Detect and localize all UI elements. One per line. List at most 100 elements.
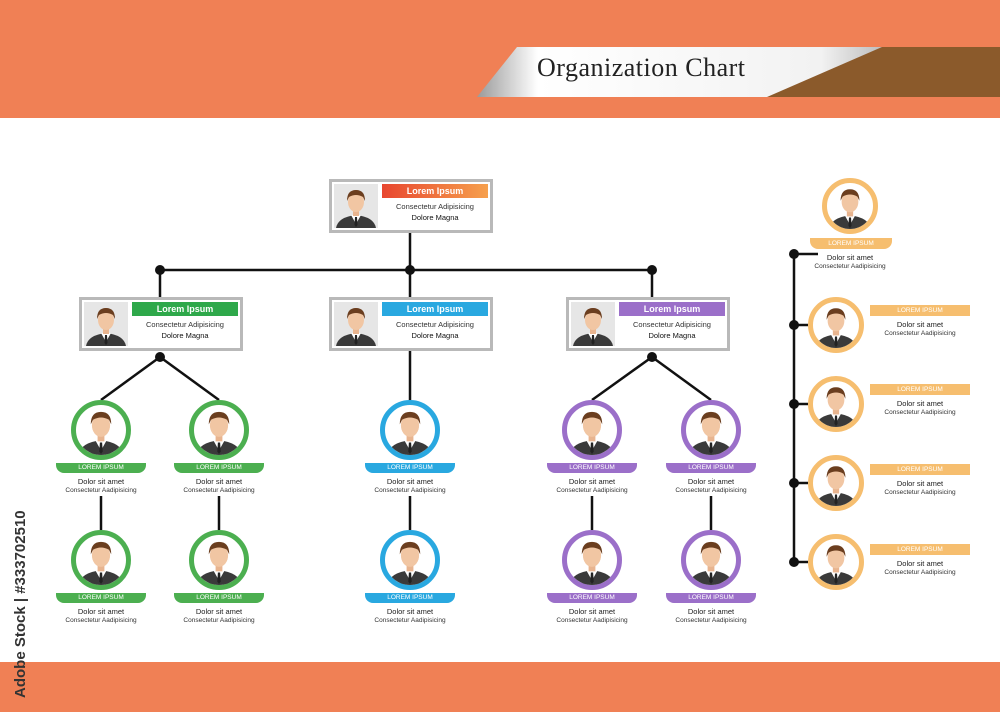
staff-node[interactable]: LOREM IPSUM Dolor sit amet Consectetur A… xyxy=(365,400,455,510)
staff-banner: LOREM IPSUM xyxy=(365,463,455,473)
staff-line1: Dolor sit amet xyxy=(77,607,125,616)
person-icon xyxy=(76,535,126,585)
staff-node[interactable]: LOREM IPSUM Dolor sit amet Consectetur A… xyxy=(56,400,146,510)
person-icon xyxy=(385,535,435,585)
avatar-ring xyxy=(189,530,249,590)
side-banner: LOREM IPSUM xyxy=(810,238,892,249)
side-line1: Dolor sit amet xyxy=(896,320,944,329)
card-name: Lorem Ipsum xyxy=(382,302,488,316)
staff-node[interactable]: LOREM IPSUM Dolor sit amet Consectetur A… xyxy=(174,530,264,640)
avatar xyxy=(334,302,378,346)
side-banner: LOREM IPSUM xyxy=(870,544,970,555)
staff-line2: Consectetur Aadipisicing xyxy=(65,617,137,624)
card-line1: Consectetur Adipisicing xyxy=(146,320,224,329)
side-line2: Consectetur Aadipisicing xyxy=(884,409,956,416)
card-name: Lorem Ipsum xyxy=(382,184,488,198)
avatar-ring xyxy=(681,530,741,590)
person-icon xyxy=(385,405,435,455)
staff-node[interactable]: LOREM IPSUM Dolor sit amet Consectetur A… xyxy=(666,530,756,640)
person-icon xyxy=(813,381,859,427)
side-line2: Consectetur Aadipisicing xyxy=(884,569,956,576)
staff-line1: Dolor sit amet xyxy=(386,477,434,486)
staff-banner: LOREM IPSUM xyxy=(365,593,455,603)
staff-banner: LOREM IPSUM xyxy=(174,463,264,473)
person-icon xyxy=(194,405,244,455)
side-line1: Dolor sit amet xyxy=(896,559,944,568)
staff-node[interactable]: LOREM IPSUM Dolor sit amet Consectetur A… xyxy=(547,400,637,510)
avatar-ring xyxy=(380,530,440,590)
person-icon xyxy=(84,302,128,346)
side-banner: LOREM IPSUM xyxy=(870,464,970,475)
person-icon xyxy=(76,405,126,455)
avatar-ring xyxy=(681,400,741,460)
staff-line1: Dolor sit amet xyxy=(77,477,125,486)
avatar xyxy=(334,184,378,228)
person-icon xyxy=(334,302,378,346)
side-line2: Consectetur Aadipisicing xyxy=(884,330,956,337)
side-banner: LOREM IPSUM xyxy=(870,305,970,316)
org-card-manager[interactable]: Lorem Ipsum Consectetur Adipisicing Dolo… xyxy=(79,297,243,351)
person-icon xyxy=(194,535,244,585)
staff-line1: Dolor sit amet xyxy=(195,607,243,616)
staff-line1: Dolor sit amet xyxy=(687,607,735,616)
staff-banner: LOREM IPSUM xyxy=(547,593,637,603)
staff-banner: LOREM IPSUM xyxy=(56,463,146,473)
staff-banner: LOREM IPSUM xyxy=(174,593,264,603)
side-avatar-ring[interactable] xyxy=(808,534,864,590)
card-name: Lorem Ipsum xyxy=(132,302,238,316)
avatar-ring xyxy=(380,400,440,460)
staff-line2: Consectetur Aadipisicing xyxy=(374,617,446,624)
staff-line2: Consectetur Aadipisicing xyxy=(675,617,747,624)
staff-line2: Consectetur Aadipisicing xyxy=(183,617,255,624)
side-line2: Consectetur Aadipisicing xyxy=(884,489,956,496)
person-icon xyxy=(813,302,859,348)
staff-node[interactable]: LOREM IPSUM Dolor sit amet Consectetur A… xyxy=(365,530,455,640)
side-line1: Dolor sit amet xyxy=(826,253,874,262)
person-icon xyxy=(686,535,736,585)
staff-banner: LOREM IPSUM xyxy=(56,593,146,603)
staff-banner: LOREM IPSUM xyxy=(547,463,637,473)
staff-line2: Consectetur Aadipisicing xyxy=(675,487,747,494)
page-title: Organization Chart xyxy=(537,53,746,82)
staff-line2: Consectetur Aadipisicing xyxy=(65,487,137,494)
staff-node[interactable]: LOREM IPSUM Dolor sit amet Consectetur A… xyxy=(666,400,756,510)
side-line2: Consectetur Aadipisicing xyxy=(814,263,886,270)
avatar-ring xyxy=(562,400,622,460)
org-card-manager[interactable]: Lorem Ipsum Consectetur Adipisicing Dolo… xyxy=(566,297,730,351)
staff-node[interactable]: LOREM IPSUM Dolor sit amet Consectetur A… xyxy=(547,530,637,640)
staff-banner: LOREM IPSUM xyxy=(666,593,756,603)
person-icon xyxy=(813,539,859,585)
side-line1: Dolor sit amet xyxy=(896,479,944,488)
avatar xyxy=(84,302,128,346)
staff-node[interactable]: LOREM IPSUM Dolor sit amet Consectetur A… xyxy=(174,400,264,510)
footer-band xyxy=(0,662,1000,712)
staff-node[interactable]: LOREM IPSUM Dolor sit amet Consectetur A… xyxy=(56,530,146,640)
card-name: Lorem Ipsum xyxy=(619,302,725,316)
card-line2: Dolore Magna xyxy=(411,213,459,222)
staff-banner: LOREM IPSUM xyxy=(666,463,756,473)
side-avatar-ring[interactable] xyxy=(808,297,864,353)
staff-line1: Dolor sit amet xyxy=(568,607,616,616)
side-avatar-ring[interactable] xyxy=(822,178,878,234)
side-banner: LOREM IPSUM xyxy=(870,384,970,395)
avatar xyxy=(571,302,615,346)
org-card-top[interactable]: Lorem Ipsum Consectetur Adipisicing Dolo… xyxy=(329,179,493,233)
org-card-manager[interactable]: Lorem Ipsum Consectetur Adipisicing Dolo… xyxy=(329,297,493,351)
avatar-ring xyxy=(71,530,131,590)
staff-line1: Dolor sit amet xyxy=(687,477,735,486)
avatar-ring xyxy=(71,400,131,460)
staff-line1: Dolor sit amet xyxy=(568,477,616,486)
person-icon xyxy=(827,183,873,229)
side-line1: Dolor sit amet xyxy=(896,399,944,408)
side-avatar-ring[interactable] xyxy=(808,376,864,432)
card-line2: Dolore Magna xyxy=(648,331,696,340)
card-line1: Consectetur Adipisicing xyxy=(396,202,474,211)
avatar-ring xyxy=(189,400,249,460)
card-line1: Consectetur Adipisicing xyxy=(396,320,474,329)
card-line1: Consectetur Adipisicing xyxy=(633,320,711,329)
card-line2: Dolore Magna xyxy=(161,331,209,340)
card-line2: Dolore Magna xyxy=(411,331,459,340)
side-avatar-ring[interactable] xyxy=(808,455,864,511)
person-icon xyxy=(686,405,736,455)
person-icon xyxy=(334,184,378,228)
